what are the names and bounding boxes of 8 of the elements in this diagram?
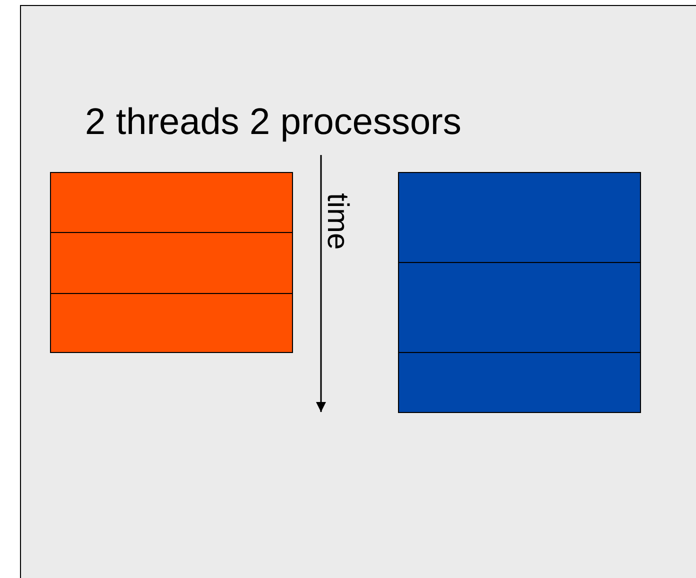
axis-label: time xyxy=(322,193,352,250)
time-slice-block xyxy=(50,172,293,233)
time-slice-block xyxy=(398,352,641,413)
title: 2 threads 2 processors xyxy=(85,102,462,143)
time-slice-block xyxy=(50,232,293,294)
time-slice-block xyxy=(398,172,641,263)
time-slice-block xyxy=(50,293,293,353)
time-slice-block xyxy=(398,262,641,353)
